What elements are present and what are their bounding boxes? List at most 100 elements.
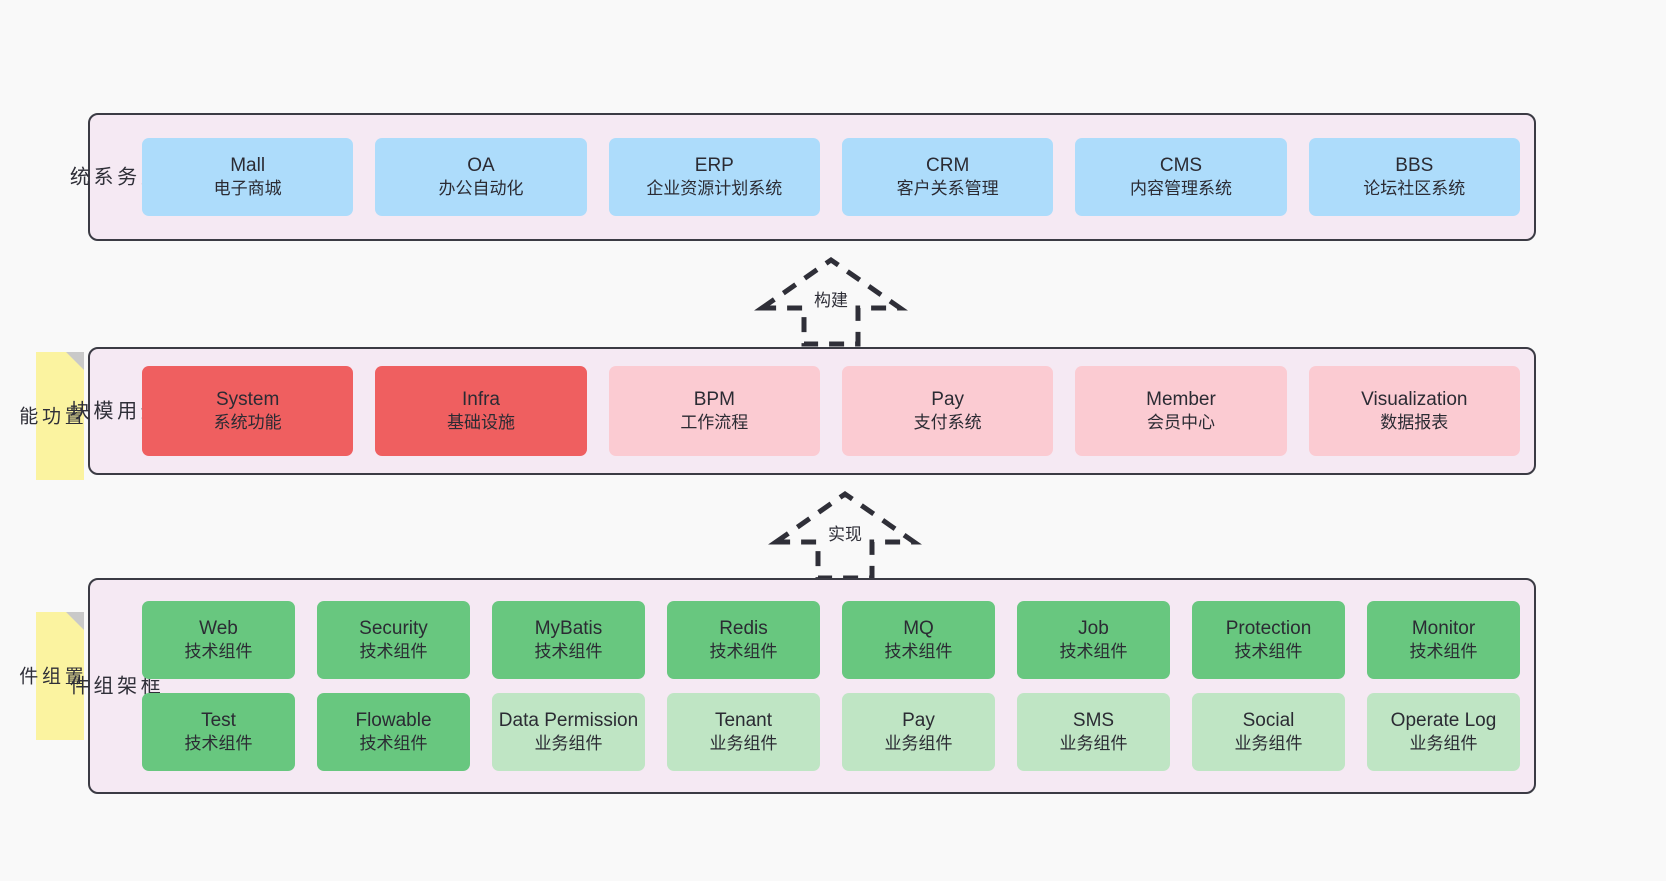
implement-arrow-label: 实现 (826, 520, 864, 545)
card-title-cn: 系统功能 (213, 413, 282, 433)
card-title-cn: 技术组件 (534, 642, 603, 662)
card-title-cn: 会员中心 (1146, 413, 1215, 433)
card-title-en: MQ (903, 618, 934, 640)
sticky-fold-icon (66, 352, 84, 370)
card-title-en: Job (1078, 618, 1109, 640)
card-title-cn: 技术组件 (709, 642, 778, 662)
card-title-en: OA (467, 155, 495, 177)
card-title-en: Social (1242, 710, 1295, 732)
card-infra[interactable]: Infra 基础设施 (375, 366, 587, 456)
card-crm[interactable]: CRM 客户关系管理 (841, 138, 1054, 216)
layer-body-common-module: System 系统功能 Infra 基础设施 BPM 工作流程 Pay 支付系统… (134, 349, 1534, 473)
card-visualization[interactable]: Visualization 数据报表 (1308, 366, 1520, 456)
card-title-en: Infra (461, 389, 500, 411)
card-mall[interactable]: Mall 电子商城 (142, 138, 354, 216)
card-title-cn: 技术组件 (884, 642, 953, 662)
card-test[interactable]: Test 技术组件 (142, 693, 295, 771)
card-title-cn: 技术组件 (184, 642, 253, 662)
layer-common-module: 通 用 模 块 System 系统功能 Infra 基础设施 BPM 工作流程 … (66, 347, 1536, 475)
card-operate-log[interactable]: Operate Log 业务组件 (1367, 693, 1520, 771)
card-title-en: Protection (1225, 618, 1312, 640)
layer-title-business-system: 业 务 系 统 (66, 166, 159, 188)
card-title-en: Web (199, 618, 238, 640)
card-security[interactable]: Security 技术组件 (317, 601, 470, 679)
layer-title-framework-component: 框 架 组 件 (66, 675, 160, 697)
card-title-en: MyBatis (534, 618, 603, 640)
card-title-en: Test (201, 710, 236, 732)
card-social[interactable]: Social 业务组件 (1192, 693, 1345, 771)
card-monitor[interactable]: Monitor 技术组件 (1367, 601, 1520, 679)
card-title-en: BPM (693, 389, 735, 411)
card-title-cn: 技术组件 (1059, 642, 1128, 662)
card-pay-business[interactable]: Pay 业务组件 (842, 693, 995, 771)
card-bpm[interactable]: BPM 工作流程 (608, 366, 820, 456)
card-title-en: Security (359, 618, 428, 640)
build-arrow: 构建 (754, 256, 908, 348)
card-job[interactable]: Job 技术组件 (1017, 601, 1170, 679)
card-title-en: BBS (1395, 155, 1434, 177)
card-web[interactable]: Web 技术组件 (142, 601, 295, 679)
card-title-cn: 内容管理系统 (1129, 179, 1232, 199)
card-row: System 系统功能 Infra 基础设施 BPM 工作流程 Pay 支付系统… (142, 366, 1520, 456)
card-sms[interactable]: SMS 业务组件 (1017, 693, 1170, 771)
card-protection[interactable]: Protection 技术组件 (1192, 601, 1345, 679)
card-redis[interactable]: Redis 技术组件 (667, 601, 820, 679)
card-system[interactable]: System 系统功能 (142, 366, 354, 456)
card-title-en: CMS (1159, 155, 1203, 177)
card-title-en: Tenant (714, 710, 773, 732)
card-pay[interactable]: Pay 支付系统 (841, 366, 1054, 456)
card-title-cn: 技术组件 (359, 642, 428, 662)
card-title-en: Data Permission (498, 710, 639, 732)
card-title-cn: 客户关系管理 (896, 179, 999, 199)
card-title-en: CRM (926, 155, 970, 177)
card-title-cn: 电子商城 (213, 179, 282, 199)
card-data-permission[interactable]: Data Permission 业务组件 (492, 693, 645, 771)
card-mq[interactable]: MQ 技术组件 (842, 601, 995, 679)
card-title-en: Pay (902, 710, 935, 732)
card-row-business: Test 技术组件 Flowable 技术组件 Data Permission … (142, 693, 1520, 771)
card-erp[interactable]: ERP 企业资源计划系统 (608, 138, 820, 216)
card-mybatis[interactable]: MyBatis 技术组件 (492, 601, 645, 679)
card-row-technical: Web 技术组件 Security 技术组件 MyBatis 技术组件 Redi… (142, 601, 1520, 679)
card-title-cn: 工作流程 (680, 413, 749, 433)
card-title-en: Visualization (1361, 389, 1468, 411)
card-bbs[interactable]: BBS 论坛社区系统 (1308, 138, 1520, 216)
card-title-en: Member (1146, 389, 1216, 411)
card-title-en: Flowable (355, 710, 432, 732)
card-title-cn: 论坛社区系统 (1363, 179, 1466, 199)
card-tenant[interactable]: Tenant 业务组件 (667, 693, 820, 771)
card-oa[interactable]: OA 办公自动化 (375, 138, 587, 216)
card-flowable[interactable]: Flowable 技术组件 (317, 693, 470, 771)
card-title-cn: 技术组件 (359, 734, 428, 754)
card-title-cn: 技术组件 (1409, 642, 1478, 662)
card-title-en: System (215, 389, 280, 411)
card-title-cn: 业务组件 (534, 734, 603, 754)
card-title-cn: 业务组件 (709, 734, 778, 754)
card-title-cn: 基础设施 (446, 413, 515, 433)
card-title-cn: 业务组件 (1059, 734, 1128, 754)
card-member[interactable]: Member 会员中心 (1075, 366, 1287, 456)
card-title-en: Pay (931, 389, 965, 411)
card-title-cn: 业务组件 (1234, 734, 1303, 754)
card-title-en: Redis (719, 618, 768, 640)
card-title-cn: 技术组件 (184, 734, 253, 754)
card-title-cn: 企业资源计划系统 (646, 179, 783, 199)
card-title-cn: 业务组件 (884, 734, 953, 754)
card-title-en: Mall (230, 155, 266, 177)
layer-framework-component: 框 架 组 件 Web 技术组件 Security 技术组件 MyBatis 技… (66, 578, 1536, 794)
build-arrow-label: 构建 (812, 286, 850, 311)
implement-arrow: 实现 (768, 490, 922, 582)
card-title-cn: 支付系统 (913, 413, 982, 433)
card-title-en: Monitor (1411, 618, 1476, 640)
layer-title-common-module: 通 用 模 块 (66, 400, 159, 422)
card-title-en: ERP (694, 155, 734, 177)
card-title-cn: 办公自动化 (438, 179, 524, 199)
sticky-fold-icon (66, 612, 84, 630)
layer-business-system: 业 务 系 统 Mall 电子商城 OA 办公自动化 ERP 企业资源计划系统 … (66, 113, 1536, 241)
card-title-cn: 技术组件 (1234, 642, 1303, 662)
card-title-en: SMS (1072, 710, 1115, 732)
card-row: Mall 电子商城 OA 办公自动化 ERP 企业资源计划系统 CRM 客户关系… (142, 138, 1520, 216)
card-cms[interactable]: CMS 内容管理系统 (1075, 138, 1287, 216)
card-title-cn: 数据报表 (1380, 413, 1449, 433)
